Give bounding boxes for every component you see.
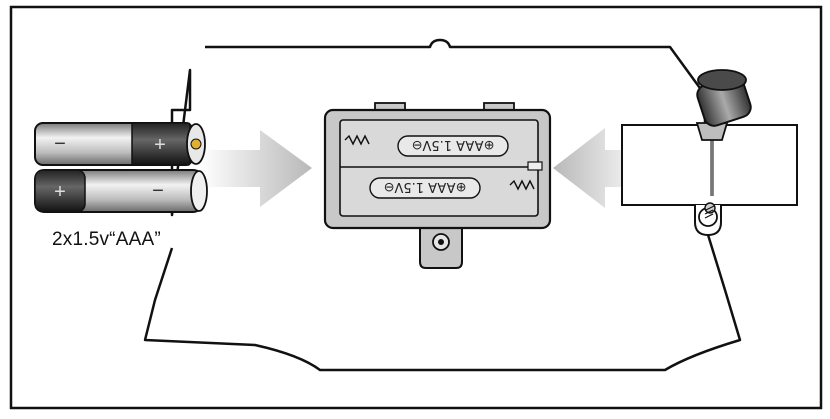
battery-top-plus: + [154,134,166,156]
battery-spec-caption: 2x1.5v“AAA” [52,229,161,250]
screw-icon [694,202,722,237]
arrow-left-icon [553,128,650,208]
battery-bottom-plus: + [54,181,66,203]
screwdriver-icon [695,69,752,196]
battery-top-minus: − [54,133,66,155]
holder-slot-label-bottom: ⊕AAA 1.5V⊖ [384,179,467,194]
battery-icon: + − [34,169,208,213]
battery-bottom-minus: − [152,180,164,202]
outer-border [9,5,823,410]
holder-slot-label-top: ⊕AAA 1.5V⊖ [412,137,495,152]
arrow-right-icon [200,130,312,207]
battery-icon: + − [34,122,206,166]
battery-holder-icon: ⊕AAA 1.5V⊖ ⊕AAA 1.5V⊖ [323,102,552,269]
